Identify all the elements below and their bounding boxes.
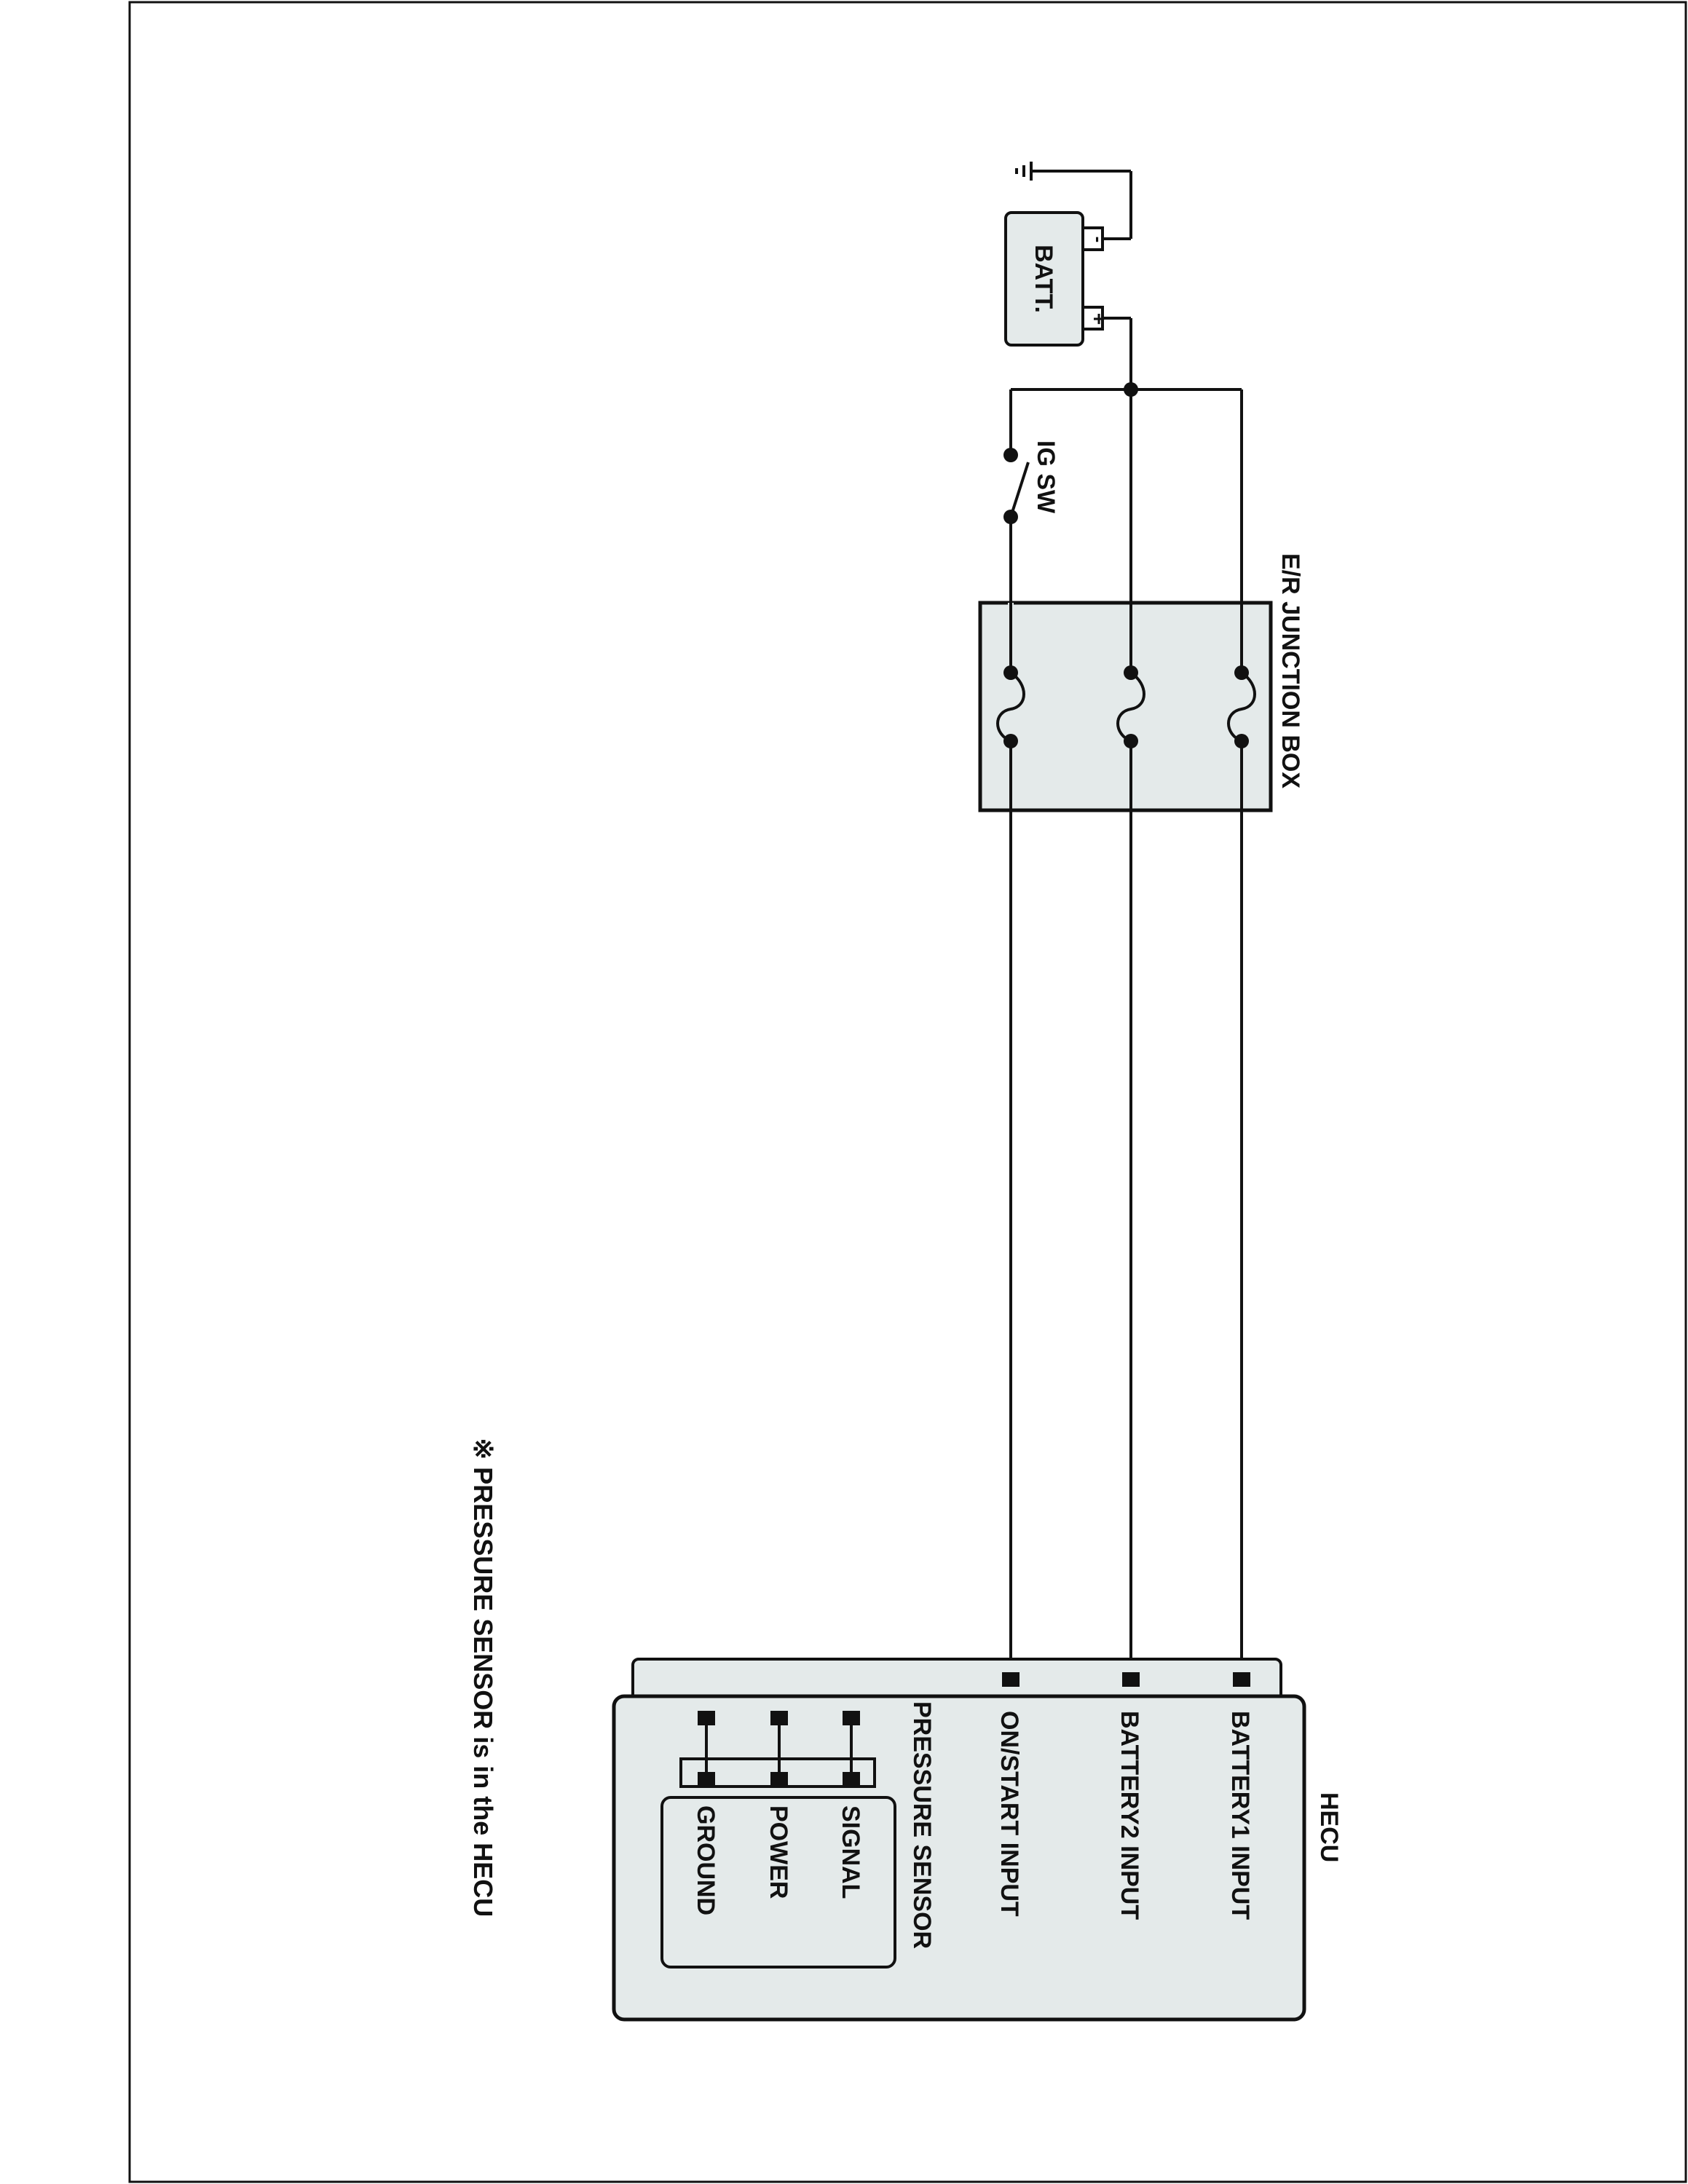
pin-battery2 bbox=[1122, 1672, 1140, 1687]
junction-box bbox=[978, 601, 1273, 812]
pin-on-start bbox=[1002, 1672, 1019, 1687]
battery-minus-terminal bbox=[1081, 226, 1104, 251]
sensor-wire-power bbox=[770, 1711, 788, 1787]
sensor-wire-ground bbox=[698, 1711, 715, 1787]
battery-label: BATT. bbox=[1030, 245, 1057, 313]
sensor-wire-signal bbox=[843, 1711, 860, 1787]
pin-battery1 bbox=[1233, 1672, 1250, 1687]
junction-box-label: E/R JUNCTION BOX bbox=[1277, 553, 1304, 788]
ignition-switch bbox=[1003, 448, 1030, 524]
battery-minus-sign: - bbox=[1088, 237, 1110, 243]
pressure-sensor-body bbox=[660, 1796, 896, 1969]
pressure-sensor-label: PRESSURE SENSOR bbox=[908, 1701, 936, 1949]
on-start-input-label: ON/START INPUT bbox=[995, 1711, 1023, 1917]
signal-label: SIGNAL bbox=[837, 1805, 864, 1899]
footnote: ※ PRESSURE SENSOR is in the HECU bbox=[468, 1438, 498, 1917]
ground-label: GROUND bbox=[692, 1805, 719, 1915]
power-label: POWER bbox=[765, 1805, 792, 1899]
battery2-input-label: BATTERY2 INPUT bbox=[1116, 1711, 1143, 1920]
page-frame bbox=[128, 1, 1687, 2183]
fuse-battery2 bbox=[1116, 665, 1145, 748]
battery: - + BATT. bbox=[1004, 211, 1111, 347]
hecu-label: HECU bbox=[1315, 1792, 1343, 1862]
ground-symbol bbox=[1015, 162, 1131, 181]
battery-plus-sign: + bbox=[1088, 313, 1111, 325]
ig-sw-label: IG SW bbox=[1032, 440, 1060, 514]
battery1-input-label: BATTERY1 INPUT bbox=[1226, 1711, 1254, 1920]
